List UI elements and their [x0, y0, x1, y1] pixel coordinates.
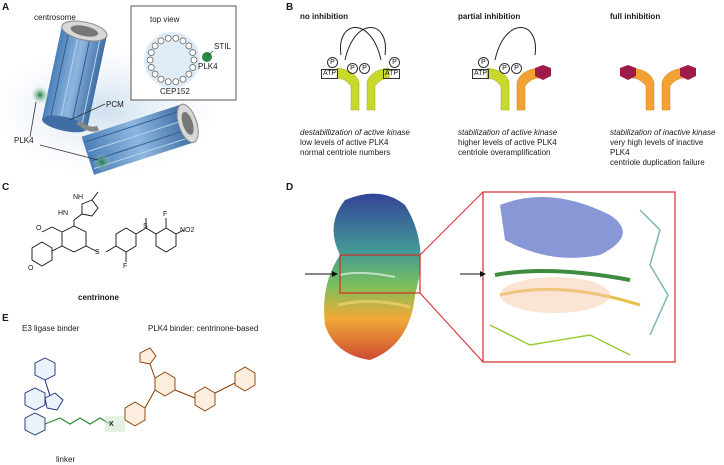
protac-structure	[24, 347, 256, 436]
cep152-bead	[179, 37, 187, 45]
chem-hn: HN	[58, 210, 69, 217]
caption-line: stabilization of active kinase	[458, 128, 558, 137]
centrosome-illustration	[0, 5, 237, 175]
cep152-bead	[189, 64, 197, 71]
label-linker: linker	[56, 455, 76, 464]
panel-label-c: C	[2, 182, 10, 193]
cep152-bead	[164, 78, 172, 86]
cep152-bead	[179, 75, 187, 83]
panel-label-d: D	[286, 182, 294, 193]
panel-label-e: E	[2, 313, 9, 324]
label-e3-ligase-binder: E3 ligase binder	[22, 324, 80, 333]
cep152-bead	[190, 56, 198, 64]
caption-line: low levels of active PLK4	[300, 138, 389, 147]
phospho-p: P	[359, 63, 370, 74]
caption-line: destabillization of active kinase	[300, 128, 410, 137]
chem-so2-s: S	[143, 223, 148, 230]
label-cep152: CEP152	[160, 87, 190, 96]
cep152-bead	[172, 34, 180, 42]
chem-f: F	[163, 211, 168, 218]
atp-tag: ATP	[383, 69, 401, 79]
cep152-bead	[185, 42, 193, 50]
label-plk4-inset: PLK4	[198, 62, 218, 71]
cep152-bead	[157, 37, 165, 45]
label-top-view: top view	[150, 15, 180, 24]
col-title-no-inhibition: no inhibition	[300, 12, 348, 21]
chem-s: S	[95, 249, 100, 256]
label-plk4: PLK4	[14, 136, 34, 145]
caption-line: centriole duplication failure	[610, 158, 705, 167]
caption-line: very high levels of inactive PLK4	[610, 138, 704, 157]
atp-tag: ATP	[472, 69, 490, 79]
crystal-structure	[305, 191, 676, 363]
label-stil: STIL	[214, 42, 231, 51]
linker-x: X	[109, 421, 114, 428]
label-centrinone: centrinone	[78, 293, 119, 302]
phospho-p: P	[347, 63, 358, 74]
cep152-bead	[147, 64, 155, 71]
centrinone-structure	[31, 191, 185, 267]
cep152-bead	[172, 78, 180, 86]
cep152-bead	[189, 49, 197, 56]
cep152-bead	[151, 70, 159, 78]
chem-o: O	[36, 225, 42, 232]
caption-line: higher levels of active PLK4	[458, 138, 557, 147]
caption-line: stabilization of inactive kinase	[610, 128, 716, 137]
phospho-p: P	[478, 57, 489, 68]
label-pcm: PCM	[106, 100, 124, 109]
cep152-bead	[157, 75, 165, 83]
panel-label-b: B	[286, 2, 294, 13]
phospho-p: P	[511, 63, 522, 74]
cep152-bead	[151, 42, 159, 50]
phospho-p: P	[327, 57, 338, 68]
chem-no2: NO2	[180, 227, 195, 234]
phospho-p: P	[389, 57, 400, 68]
chem-f: F	[123, 263, 128, 270]
cep152-bead	[147, 49, 155, 56]
cep152-bead	[185, 70, 193, 78]
chem-o: O	[28, 265, 34, 272]
cep152-bead	[164, 34, 172, 42]
cep152-bead	[146, 56, 154, 64]
caption-line: normal centriole numbers	[300, 148, 391, 157]
caption-line: centriole overamplification	[458, 148, 551, 157]
col-title-partial-inhibition: partial inhibition	[458, 12, 521, 21]
chem-nh: NH	[73, 194, 84, 201]
phospho-p: P	[499, 63, 510, 74]
col-title-full-inhibition: full inhibition	[610, 12, 661, 21]
label-plk4-binder: PLK4 binder: centrinone-based	[148, 324, 259, 333]
panel-label-a: A	[2, 2, 10, 13]
atp-tag: ATP	[321, 69, 339, 79]
label-centrosome: centrosome	[34, 13, 76, 22]
